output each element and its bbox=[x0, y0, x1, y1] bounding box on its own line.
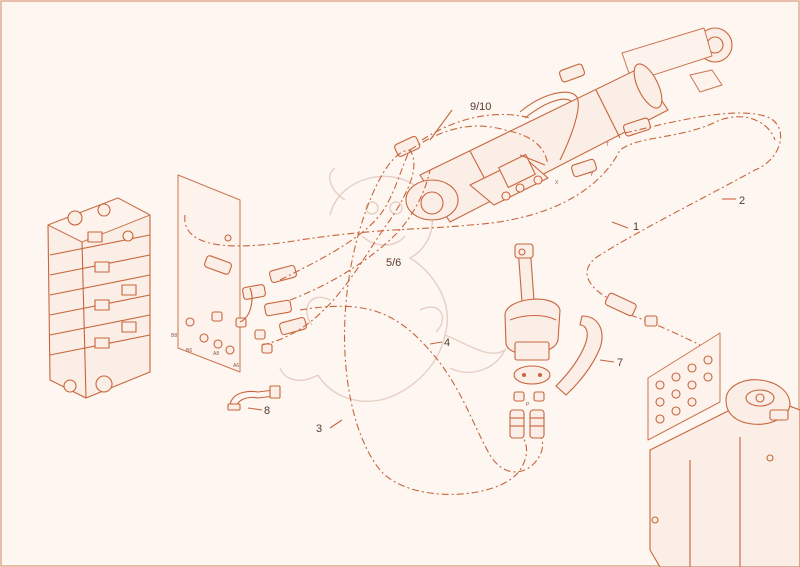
port-mark-y: Y bbox=[590, 172, 594, 178]
callout-8: 8 bbox=[264, 405, 270, 417]
plate-mark-a8: A8 bbox=[213, 351, 219, 357]
hose-1 bbox=[184, 116, 776, 247]
boom-cylinder bbox=[405, 27, 733, 223]
hose-4 bbox=[299, 305, 544, 473]
right-fittings bbox=[604, 292, 658, 327]
control-valve-block bbox=[47, 197, 151, 399]
plate-fittings bbox=[204, 255, 307, 354]
plate-mark-b6: B6 bbox=[186, 348, 192, 354]
callout-9-10: 9/10 bbox=[470, 101, 491, 113]
hose-9-10 bbox=[409, 125, 549, 166]
plate-mark-a6: A6 bbox=[233, 363, 239, 369]
hoses bbox=[184, 112, 782, 495]
mounting-plate: B8 B6 A8 A6 bbox=[171, 174, 241, 373]
hose-2 bbox=[586, 112, 782, 301]
callout-2: 2 bbox=[739, 195, 745, 207]
port-mark-x: X bbox=[555, 180, 559, 186]
callout-3: 3 bbox=[316, 423, 322, 435]
cab-frame bbox=[647, 332, 800, 567]
callout-leaders bbox=[247, 109, 736, 429]
port-mark-t: T bbox=[606, 142, 609, 148]
hose-5-6-b bbox=[289, 169, 431, 301]
callout-5-6: 5/6 bbox=[386, 257, 401, 269]
callout-7: 7 bbox=[617, 357, 623, 369]
valve-sections bbox=[49, 234, 151, 356]
fitting-8 bbox=[227, 385, 281, 411]
hose-3 bbox=[261, 149, 528, 495]
joystick bbox=[504, 243, 561, 439]
hose-cab bbox=[629, 314, 701, 346]
hose-5-6 bbox=[279, 149, 411, 281]
callout-1: 1 bbox=[633, 221, 639, 233]
plate-mark-b8: B8 bbox=[171, 333, 177, 339]
hose-9-10-b bbox=[421, 113, 531, 141]
hose-7-tube bbox=[555, 315, 603, 396]
port-mark-p: P bbox=[526, 402, 530, 408]
dragon-watermark bbox=[279, 167, 507, 402]
callout-4: 4 bbox=[444, 337, 450, 349]
